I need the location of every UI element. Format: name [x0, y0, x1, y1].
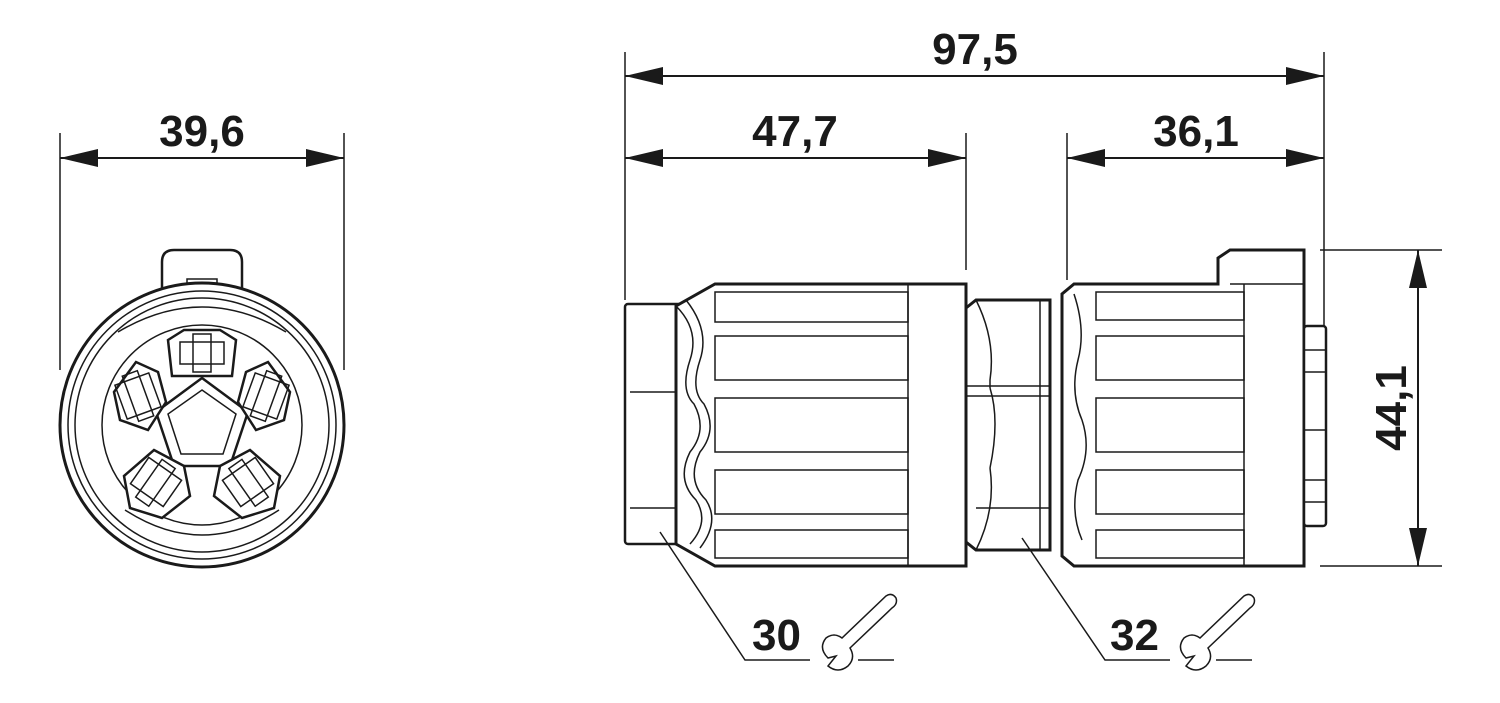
- wrench-icon: [1179, 593, 1256, 671]
- contact-pocket: [212, 448, 282, 520]
- wrench-size-right: 32: [1110, 611, 1159, 660]
- nut-ribs: [714, 291, 909, 559]
- contact-pocket: [236, 360, 292, 432]
- dim-left-length: 47,7: [752, 107, 838, 156]
- contact-pocket: [122, 448, 192, 520]
- dim-total-length: 97,5: [932, 25, 1018, 74]
- wrench-size-left: 30: [752, 611, 801, 660]
- contact-pocket: [166, 328, 238, 378]
- wrench-icon: [821, 593, 898, 671]
- dim-height: 44,1: [1367, 365, 1416, 451]
- contact-pocket: [112, 360, 168, 432]
- dim-front-width: 39,6: [159, 107, 245, 156]
- dim-right-length: 36,1: [1153, 107, 1239, 156]
- body-ribs: [1095, 291, 1245, 559]
- side-view: 97,5 47,7 36,1 44,1: [623, 25, 1442, 671]
- front-view: 39,6: [58, 107, 346, 569]
